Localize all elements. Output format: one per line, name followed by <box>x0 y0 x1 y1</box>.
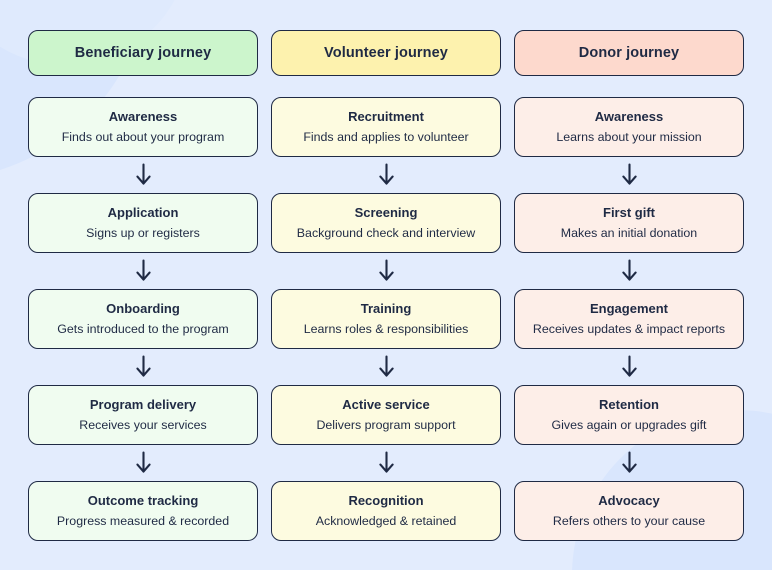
step-title: Active service <box>342 397 430 413</box>
step-title: Awareness <box>594 109 664 125</box>
step-title: First gift <box>603 205 655 221</box>
arrow-down-icon <box>514 349 744 385</box>
step-description: Signs up or registers <box>86 225 200 240</box>
arrow-down-icon <box>28 157 258 193</box>
column-header-volunteer[interactable]: Volunteer journey <box>271 30 501 76</box>
step-title: Onboarding <box>106 301 180 317</box>
step-description: Delivers program support <box>316 417 456 432</box>
step-description: Gives again or upgrades gift <box>551 417 707 432</box>
arrow-down-icon <box>28 445 258 481</box>
step-description: Finds and applies to volunteer <box>303 129 469 144</box>
column-header-label: Beneficiary journey <box>74 45 212 61</box>
step-description: Makes an initial donation <box>560 225 698 240</box>
arrow-down-icon <box>514 157 744 193</box>
step-title: Engagement <box>589 301 668 317</box>
step-title: Program delivery <box>89 397 197 413</box>
step-title: Retention <box>599 397 659 413</box>
arrow-down-icon <box>271 253 501 289</box>
arrow-down-icon <box>271 349 501 385</box>
arrow-down-icon <box>514 253 744 289</box>
step-title: Outcome tracking <box>87 493 199 509</box>
column-header-label: Volunteer journey <box>324 45 448 61</box>
step-description: Receives your services <box>79 417 207 432</box>
arrow-down-icon <box>271 157 501 193</box>
step-title: Recognition <box>348 493 424 509</box>
column-header-beneficiary[interactable]: Beneficiary journey <box>28 30 258 76</box>
step-description: Progress measured & recorded <box>56 513 230 528</box>
step-description: Finds out about your program <box>61 129 225 144</box>
step-title: Application <box>107 205 179 221</box>
column-header-label: Donor journey <box>578 45 680 61</box>
step-title: Awareness <box>108 109 178 125</box>
step-description: Acknowledged & retained <box>315 513 457 528</box>
step-title: Advocacy <box>598 493 660 509</box>
arrow-down-icon <box>28 253 258 289</box>
step-description: Receives updates & impact reports <box>532 321 726 336</box>
step-description: Refers others to your cause <box>552 513 706 528</box>
arrow-down-icon <box>514 445 744 481</box>
step-title: Recruitment <box>348 109 424 125</box>
step-description: Gets introduced to the program <box>57 321 229 336</box>
arrow-down-icon <box>271 445 501 481</box>
column-header-donor[interactable]: Donor journey <box>514 30 744 76</box>
arrow-down-icon <box>28 349 258 385</box>
step-title: Training <box>360 301 412 317</box>
step-description: Learns about your mission <box>556 129 702 144</box>
step-description: Learns roles & responsibilities <box>303 321 469 336</box>
step-description: Background check and interview <box>296 225 476 240</box>
step-title: Screening <box>354 205 418 221</box>
